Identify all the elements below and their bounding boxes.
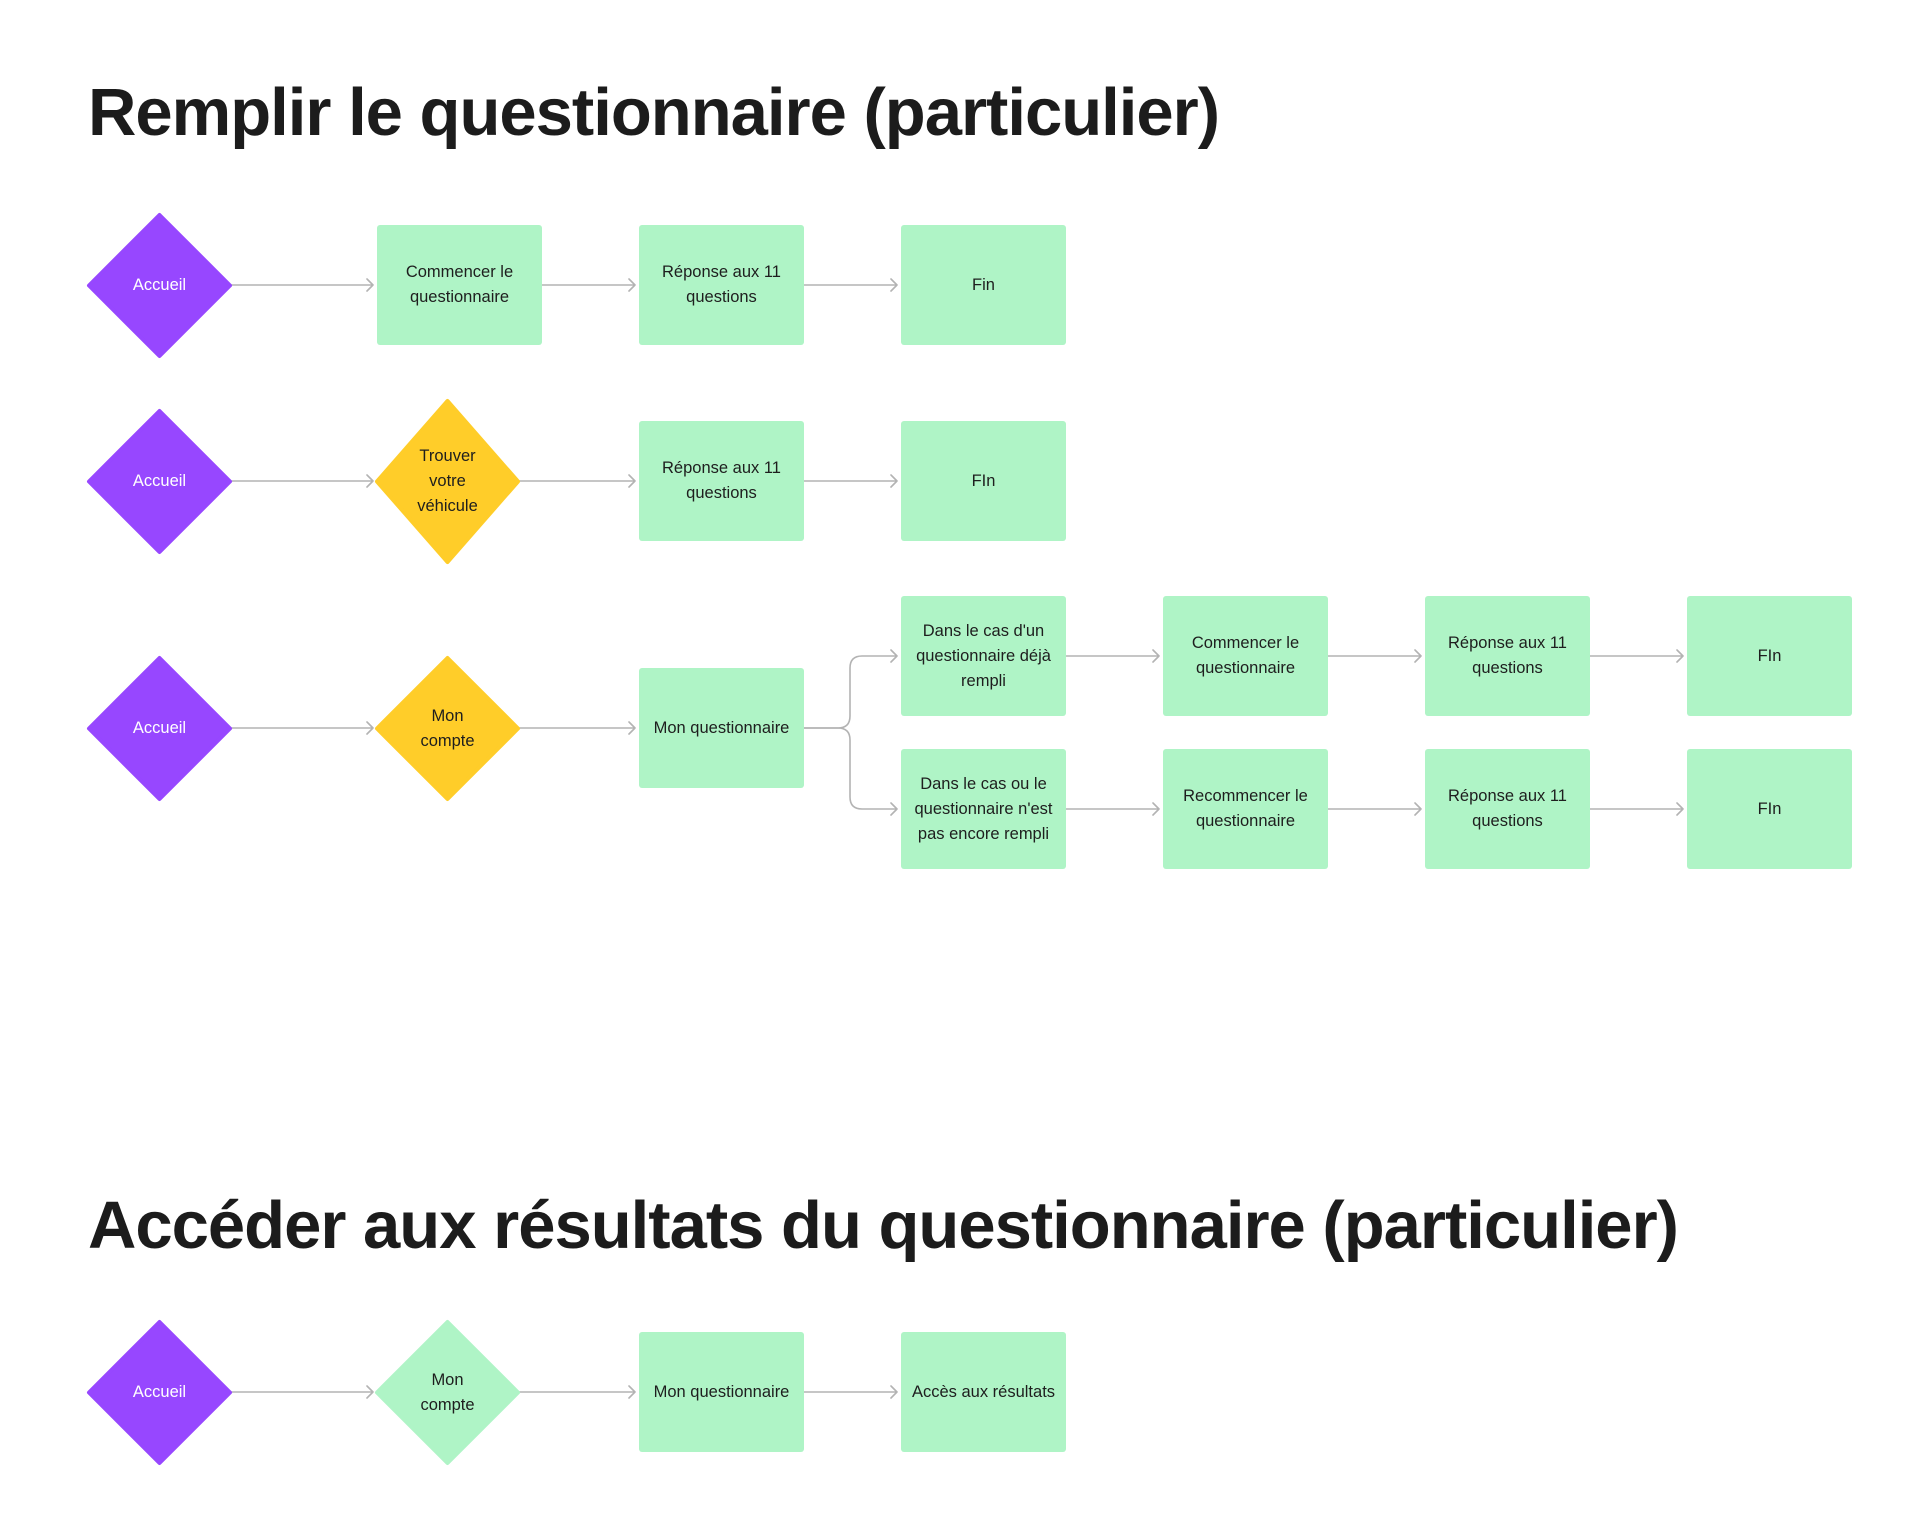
node-label: Trouver votre véhicule <box>417 447 478 515</box>
node-label: Mon compte <box>420 706 475 750</box>
connector-arrow <box>1327 649 1422 663</box>
end-node-acces-resultats: Accès aux résultats <box>901 1332 1066 1452</box>
connector-arrow <box>1065 649 1160 663</box>
node-label: Accueil <box>132 719 187 737</box>
process-reponse-questions: Réponse aux 11 questions <box>639 421 804 541</box>
node-label: FIn <box>971 471 996 490</box>
end-node-fin: FIn <box>1687 749 1852 869</box>
start-node-accueil: Accueil <box>87 1320 232 1465</box>
decision-mon-compte: Mon compte <box>375 1320 520 1465</box>
condition-questionnaire-deja-rempli: Dans le cas d'un questionnaire déjà remp… <box>901 596 1066 716</box>
process-reponse-questions: Réponse aux 11 questions <box>639 225 804 345</box>
connector-arrow <box>1589 802 1684 816</box>
section-title-fill-questionnaire: Remplir le questionnaire (particulier) <box>88 75 1220 150</box>
node-label: Mon questionnaire <box>653 718 790 737</box>
node-label: Commencer le questionnaire <box>405 263 514 306</box>
decision-mon-compte: Mon compte <box>375 656 520 801</box>
end-node-fin: FIn <box>901 421 1066 541</box>
connector-arrow <box>541 278 636 292</box>
node-label: Mon questionnaire <box>653 1382 790 1401</box>
connector-arrow <box>1589 649 1684 663</box>
node-label: Dans le cas d'un questionnaire déjà remp… <box>916 621 1051 690</box>
node-label: Accueil <box>132 472 187 490</box>
process-mon-questionnaire: Mon questionnaire <box>639 1332 804 1452</box>
connector-arrow <box>1327 802 1422 816</box>
condition-questionnaire-pas-encore-rempli: Dans le cas ou le questionnaire n'est pa… <box>901 749 1066 869</box>
node-label: Fin <box>972 275 995 294</box>
connector-arrow <box>517 1385 636 1399</box>
node-label: Réponse aux 11 questions <box>662 263 781 306</box>
connector-arrow <box>803 1385 898 1399</box>
connector-arrow <box>228 1385 374 1399</box>
connector-arrow <box>803 278 898 292</box>
node-label: FIn <box>1757 646 1782 665</box>
end-node-fin: Fin <box>901 225 1066 345</box>
connector-arrow <box>517 721 636 735</box>
branch-connector-b <box>803 727 898 816</box>
process-reponse-questions: Réponse aux 11 questions <box>1425 596 1590 716</box>
node-label: Réponse aux 11 questions <box>662 459 781 502</box>
connector-arrow <box>803 474 898 488</box>
start-node-accueil: Accueil <box>87 656 232 801</box>
connector-arrow <box>228 474 374 488</box>
node-label: Accueil <box>132 1383 187 1401</box>
decision-trouver-vehicule: Trouver votre véhicule <box>375 399 520 564</box>
node-label: Dans le cas ou le questionnaire n'est pa… <box>914 774 1053 843</box>
node-label: Mon compte <box>420 1370 475 1414</box>
section-title-access-results: Accéder aux résultats du questionnaire (… <box>88 1188 1679 1263</box>
node-label: Commencer le questionnaire <box>1191 634 1300 677</box>
start-node-accueil: Accueil <box>87 213 232 358</box>
connector-arrow <box>228 278 374 292</box>
node-label: Accès aux résultats <box>911 1382 1056 1401</box>
node-label: Réponse aux 11 questions <box>1448 787 1567 830</box>
process-commencer-questionnaire: Commencer le questionnaire <box>377 225 542 345</box>
node-label: Accueil <box>132 276 187 294</box>
end-node-fin: FIn <box>1687 596 1852 716</box>
node-label: Réponse aux 11 questions <box>1448 634 1567 677</box>
process-commencer-questionnaire: Commencer le questionnaire <box>1163 596 1328 716</box>
branch-connector-a <box>803 649 898 729</box>
start-node-accueil: Accueil <box>87 409 232 554</box>
process-recommencer-questionnaire: Recommencer le questionnaire <box>1163 749 1328 869</box>
connector-arrow <box>1065 802 1160 816</box>
process-reponse-questions: Réponse aux 11 questions <box>1425 749 1590 869</box>
connector-arrow <box>517 474 636 488</box>
connector-arrow <box>228 721 374 735</box>
node-label: Recommencer le questionnaire <box>1183 787 1308 830</box>
process-mon-questionnaire: Mon questionnaire <box>639 668 804 788</box>
node-label: FIn <box>1757 799 1782 818</box>
